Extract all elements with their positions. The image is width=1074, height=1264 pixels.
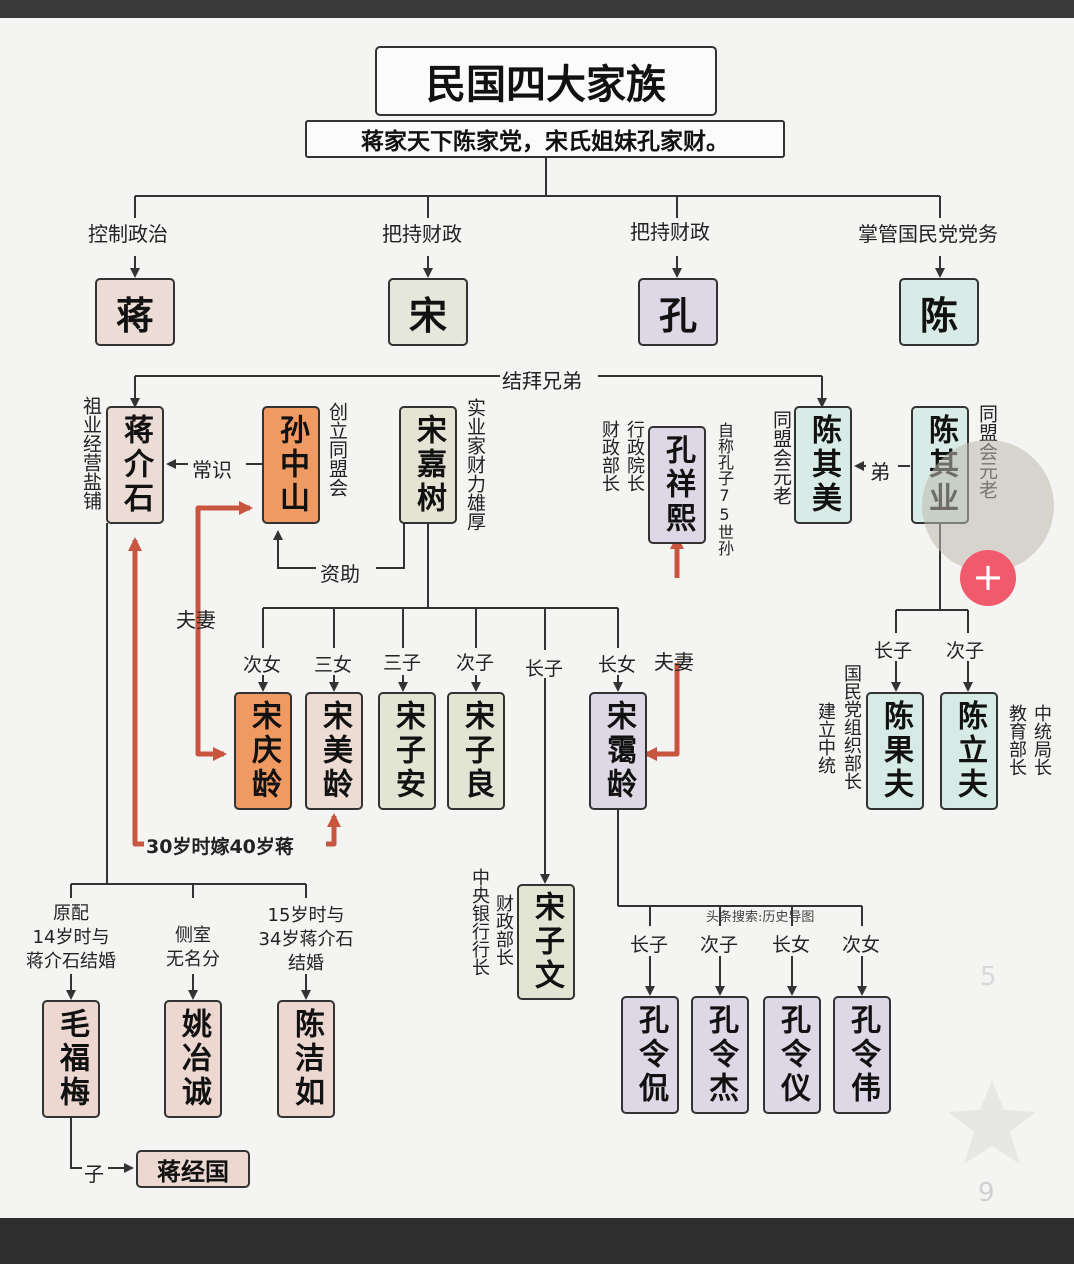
label-zhang-nv: 长女 [598,654,637,676]
person-song-jiashu: 宋嘉树 [399,406,457,524]
note-ziwen-a: 财政部长 [493,894,514,966]
label-chen-cizi: 次子 [946,640,985,662]
note-kong-b: 财政部长 [599,420,620,492]
person-song-zian: 宋子安 [378,692,436,810]
person-chen-qimei: 陈其美 [794,406,852,524]
relation-younger-brother: 弟 [870,460,890,484]
note-kong-c: 自称孔子75世孙 [715,422,734,556]
label-kong-zhangnv: 长女 [772,934,811,956]
label-chen-zhangzi: 长子 [874,640,913,662]
note-lifu-a: 教育部长 [1006,704,1027,776]
person-kong-lingjie: 孔令杰 [691,996,749,1114]
person-song-meiling: 宋美龄 [305,692,363,810]
label-san-nv: 三女 [314,654,353,676]
note-song-jiashu: 实业家财力雄厚 [464,398,486,531]
note-guofu: 国民党组织部长 [841,664,862,790]
note-sun: 创立同盟会 [326,402,348,497]
person-yao-yecheng: 姚冶诚 [164,1000,222,1118]
label-ci-nv: 次女 [243,654,282,676]
note-yao: 侧室无名分 [166,925,220,970]
family-box-kong: 孔 [638,278,718,346]
person-kong-lingwei: 孔令伟 [833,996,891,1114]
relation-spouse-left: 夫妻 [176,608,216,632]
follow-plus-button[interactable]: + [960,550,1016,606]
note-ziwen-b: 中央银行行长 [469,868,490,976]
person-chen-lifu: 陈立夫 [940,692,998,810]
label-san-zi: 三子 [383,652,422,674]
person-kong-lingyi: 孔令仪 [763,996,821,1114]
label-kong-cizi: 次子 [700,934,739,956]
role-jiang: 控制政治 [88,222,168,246]
relation-son: 子 [84,1162,104,1186]
person-song-ailing: 宋霭龄 [589,692,647,810]
person-kong-lingkan: 孔令侃 [621,996,679,1114]
person-song-ziliang: 宋子良 [447,692,505,810]
note-lifu-b: 中统局长 [1031,704,1052,776]
label-kong-zhangzi: 长子 [630,934,669,956]
page-subtitle: 蒋家天下陈家党，宋氏姐妹孔家财。 [305,120,785,158]
person-sun-zhongshan: 孙中山 [262,406,320,524]
person-chen-jieru: 陈洁如 [277,1000,335,1118]
relation-knows: 常识 [192,458,232,482]
like-count: 5 [980,962,997,992]
favorite-count: 9 [978,1178,995,1208]
person-jiang-jieshi: 蒋介石 [106,406,164,524]
note-kong-a: 行政院长 [624,420,645,492]
diagram-canvas: 民国四大家族 蒋家天下陈家党，宋氏姐妹孔家财。 控制政治 把持财政 把持财政 掌… [0,18,1074,1218]
role-kong: 把持财政 [630,220,710,244]
label-kong-cinv: 次女 [842,934,881,956]
relation-sworn-brothers: 结拜兄弟 [502,369,582,393]
person-jiang-jingguo: 蒋经国 [136,1150,250,1188]
family-box-song: 宋 [388,278,468,346]
role-chen: 掌管国民党党务 [858,222,998,246]
person-mao-fumei: 毛福梅 [42,1000,100,1118]
note-chen-qimei: 同盟会元老 [770,410,792,505]
person-song-qingling: 宋庆龄 [234,692,292,810]
page-title: 民国四大家族 [375,46,717,116]
relation-spouse-right: 夫妻 [654,650,694,674]
note-jiang: 祖业经营盐铺 [80,396,102,510]
relation-meiling-marriage: 30岁时嫁40岁蒋 [144,832,296,859]
label-zhang-zi: 长子 [525,658,564,680]
relation-funding: 资助 [320,562,360,586]
person-kong-xiangxi: 孔祥熙 [648,426,706,544]
connector-lines [66,156,973,1173]
person-chen-guofu: 陈果夫 [866,692,924,810]
note-guofu-2: 建立中统 [815,702,836,774]
person-song-ziwen: 宋子文 [517,884,575,1000]
role-song: 把持财政 [382,222,462,246]
label-ci-zi: 次子 [456,652,495,674]
star-icon[interactable] [944,1074,1040,1170]
bottom-bar [0,1218,1074,1264]
family-box-chen: 陈 [899,278,979,346]
watermark-text: 头条搜索:历史导图 [706,910,815,925]
family-box-jiang: 蒋 [95,278,175,346]
